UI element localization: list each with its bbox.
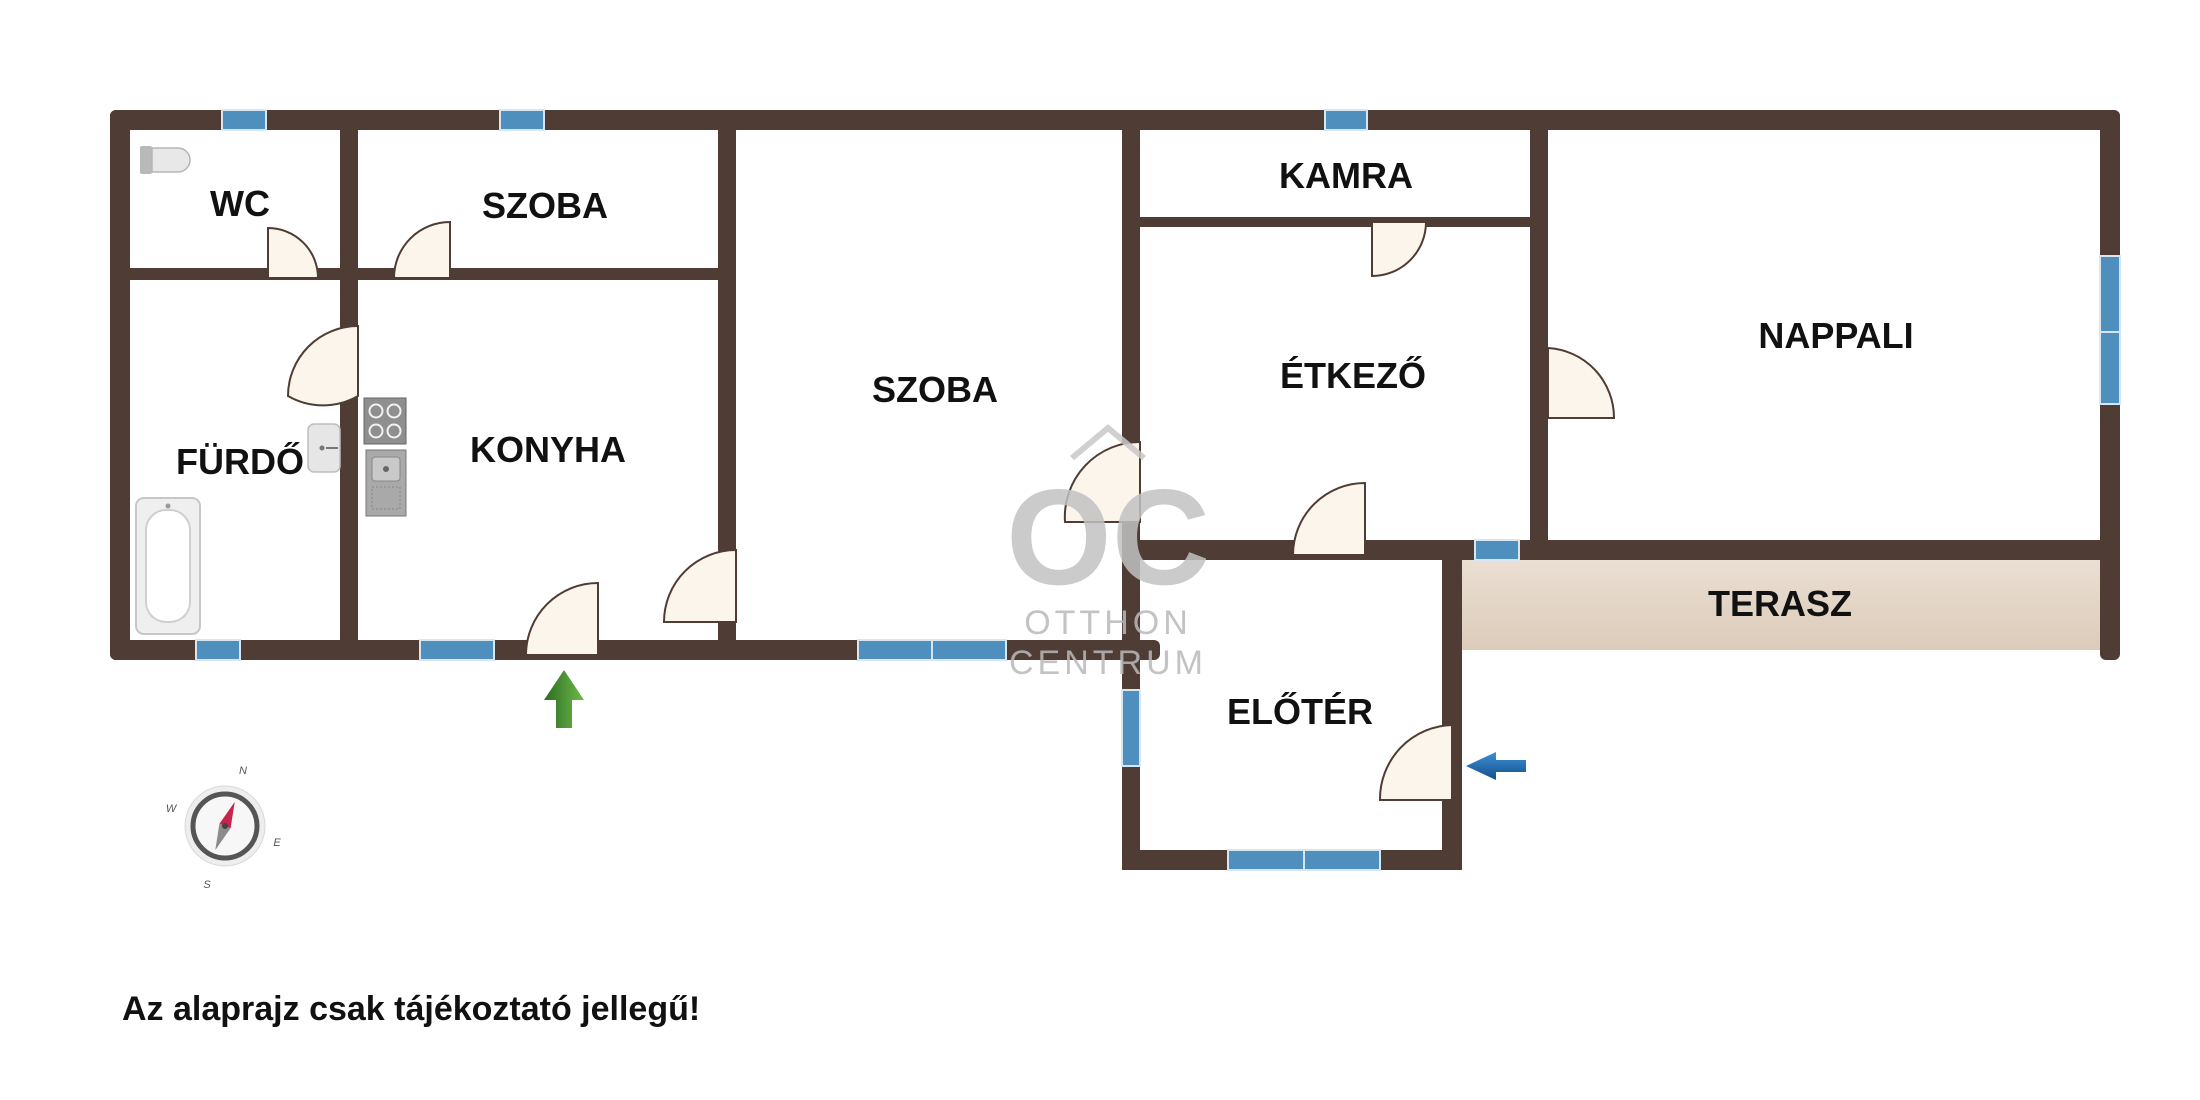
toilet-icon [140,146,191,174]
room-label-wc: WC [210,183,270,224]
entry-arrow-blue-icon [1466,752,1526,780]
door-swing [267,226,320,279]
room-label-nappali: NAPPALI [1758,315,1913,356]
watermark-roof-icon [1070,424,1146,461]
watermark-line1: OTTHON [1024,604,1192,642]
compass-s: S [203,879,211,891]
room-label-kamra: KAMRA [1279,155,1413,196]
room-label-szoba-small: SZOBA [482,185,608,226]
window [857,639,933,661]
watermark: OC OTTHON CENTRUM [1006,424,1210,682]
compass-icon: N S E W [166,765,282,891]
door-swing [662,548,737,623]
compass-e: E [273,837,281,849]
fixtures [135,146,407,635]
room-label-szoba-large: SZOBA [872,369,998,410]
room-label-terasz: TERASZ [1708,583,1852,624]
compass-n: N [239,765,247,777]
watermark-line2: CENTRUM [1009,644,1207,682]
room-label-eloter: ELŐTÉR [1227,690,1373,732]
door-swing [1063,440,1141,523]
disclaimer-text: Az alaprajz csak tájékoztató jellegű! [122,990,701,1028]
windows [195,109,2121,871]
entry-arrow-green-icon [544,670,584,728]
bathtub-icon [135,497,201,635]
terrace-floor [1460,560,2110,650]
doors [267,220,1616,801]
room-label-etkezo: ÉTKEZŐ [1280,354,1426,396]
window [1324,109,1368,131]
door-swing [1371,221,1428,278]
window [1227,849,1305,871]
window [499,109,545,131]
room-label-konyha: KONYHA [470,429,626,470]
stove-icon [363,397,407,445]
door-swing [524,581,599,656]
compass-w: W [166,803,178,815]
kitchen-sink-icon [365,449,407,517]
room-label-furdo: FÜRDŐ [176,440,304,482]
room-labels: WC SZOBA SZOBA KAMRA NAPPALI ÉTKEZŐ FÜRD… [176,155,1914,732]
door-swing [286,324,359,407]
door-swing [1291,481,1366,556]
window [1121,689,1141,767]
window [221,109,267,131]
window [931,639,1007,661]
door-swing [392,220,451,279]
window [1303,849,1381,871]
window [195,639,241,661]
window [1474,539,1520,561]
window [419,639,495,661]
door-swing [1547,346,1616,419]
window [2099,331,2121,405]
door-swing [1378,723,1453,801]
window [2099,255,2121,333]
sink-icon [307,423,341,473]
watermark-logo: OC [1006,461,1210,613]
